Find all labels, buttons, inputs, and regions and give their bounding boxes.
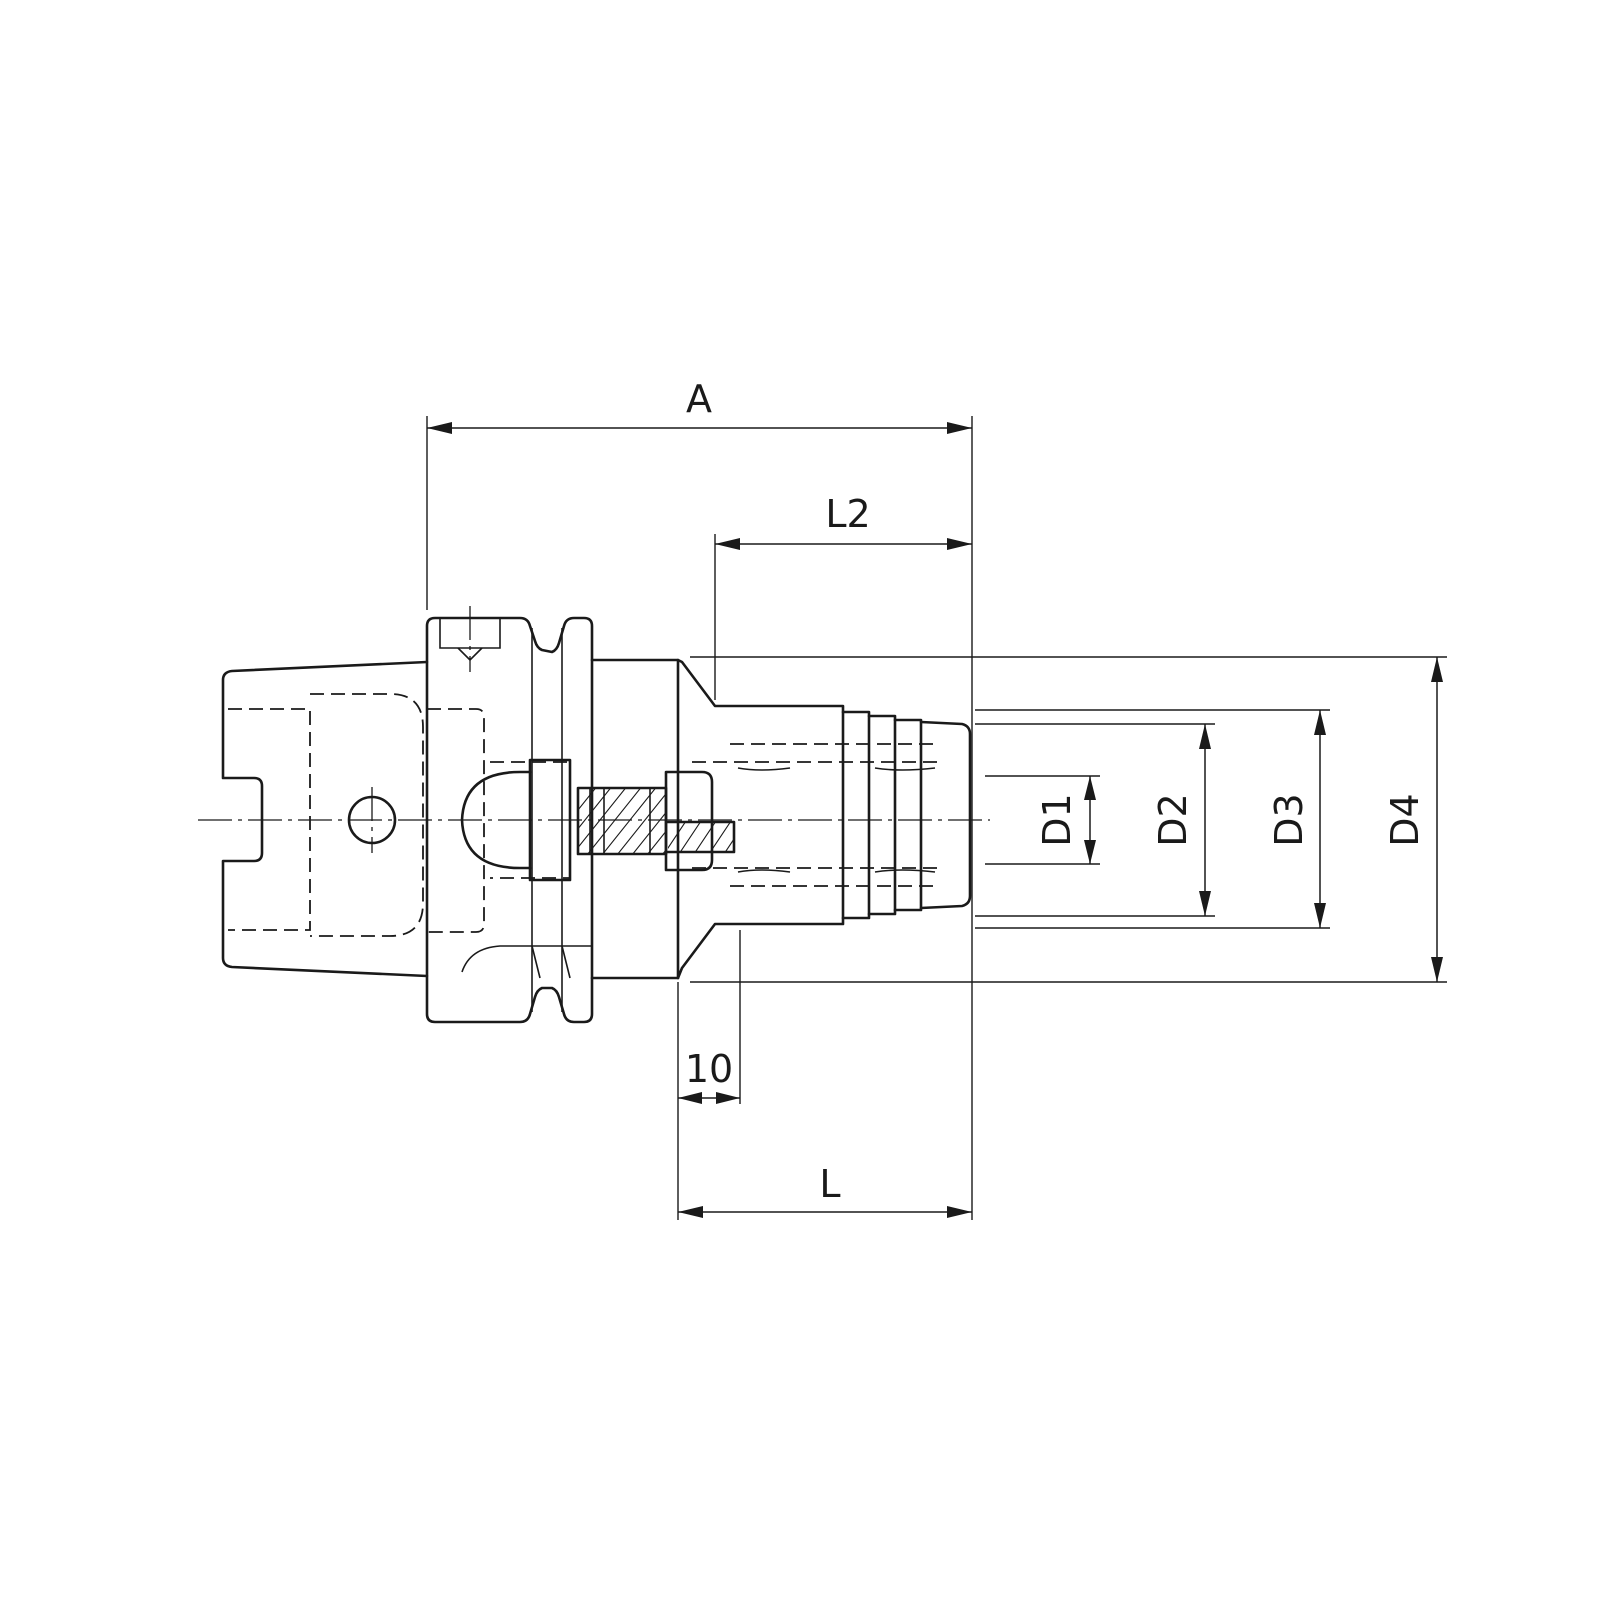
label-L: L [819, 1162, 840, 1206]
collar-cavity-hidden [427, 708, 485, 933]
neck-taper-outline [676, 658, 845, 980]
dimension-lines [427, 422, 1443, 1218]
dim-10-arrow-left [678, 1092, 702, 1104]
drawbar-stem [528, 758, 572, 882]
extension-lines [426, 416, 1447, 1220]
nose-step-2 [867, 714, 897, 916]
screw-head-outline [664, 770, 714, 872]
label-D3: D3 [1267, 793, 1311, 846]
hatch-tip [668, 822, 734, 852]
label-D1: D1 [1035, 793, 1079, 846]
dim-10-arrow-right [716, 1092, 740, 1104]
nose-step-1 [841, 710, 871, 920]
dim-D2-arrow-top [1199, 724, 1211, 749]
label-D2: D2 [1151, 793, 1195, 846]
dim-D4-arrow-bottom [1431, 957, 1443, 982]
hidden-features [228, 693, 940, 937]
nose-step-3 [893, 718, 923, 912]
dim-L-arrow-left [678, 1206, 703, 1218]
dimension-labels: A L2 10 L D1 D2 D3 D4 [685, 377, 1427, 1206]
slot-lower-left [737, 869, 791, 873]
dim-A-arrow-right [947, 422, 972, 434]
slot-upper-right [874, 767, 936, 771]
dim-D3-arrow-bottom [1314, 903, 1326, 928]
collar-bevel-edge-2 [561, 945, 571, 979]
label-D4: D4 [1383, 793, 1427, 846]
dim-A-arrow-left [427, 422, 452, 434]
dim-L-arrow-right [947, 1206, 972, 1218]
nose-slots [737, 767, 936, 873]
dim-D1-arrow-top [1084, 776, 1096, 800]
screw-tip-outline [666, 820, 736, 854]
nose-tip [919, 720, 972, 910]
dim-D3-arrow-top [1314, 710, 1326, 735]
dim-L2-arrow-right [947, 538, 972, 550]
dim-L2-arrow-left [715, 538, 740, 550]
shank-cavity-hidden [310, 693, 424, 937]
dim-D2-arrow-bottom [1199, 891, 1211, 916]
dim-D1-arrow-bottom [1084, 840, 1096, 864]
label-10: 10 [685, 1047, 733, 1091]
collar-bevel [461, 945, 592, 973]
slot-lower-right [874, 869, 936, 873]
slot-upper-left [737, 767, 791, 771]
collar-bevel-edge-1 [531, 945, 541, 979]
dim-D4-arrow-top [1431, 657, 1443, 682]
label-A: A [686, 377, 712, 421]
label-L2: L2 [825, 492, 870, 536]
